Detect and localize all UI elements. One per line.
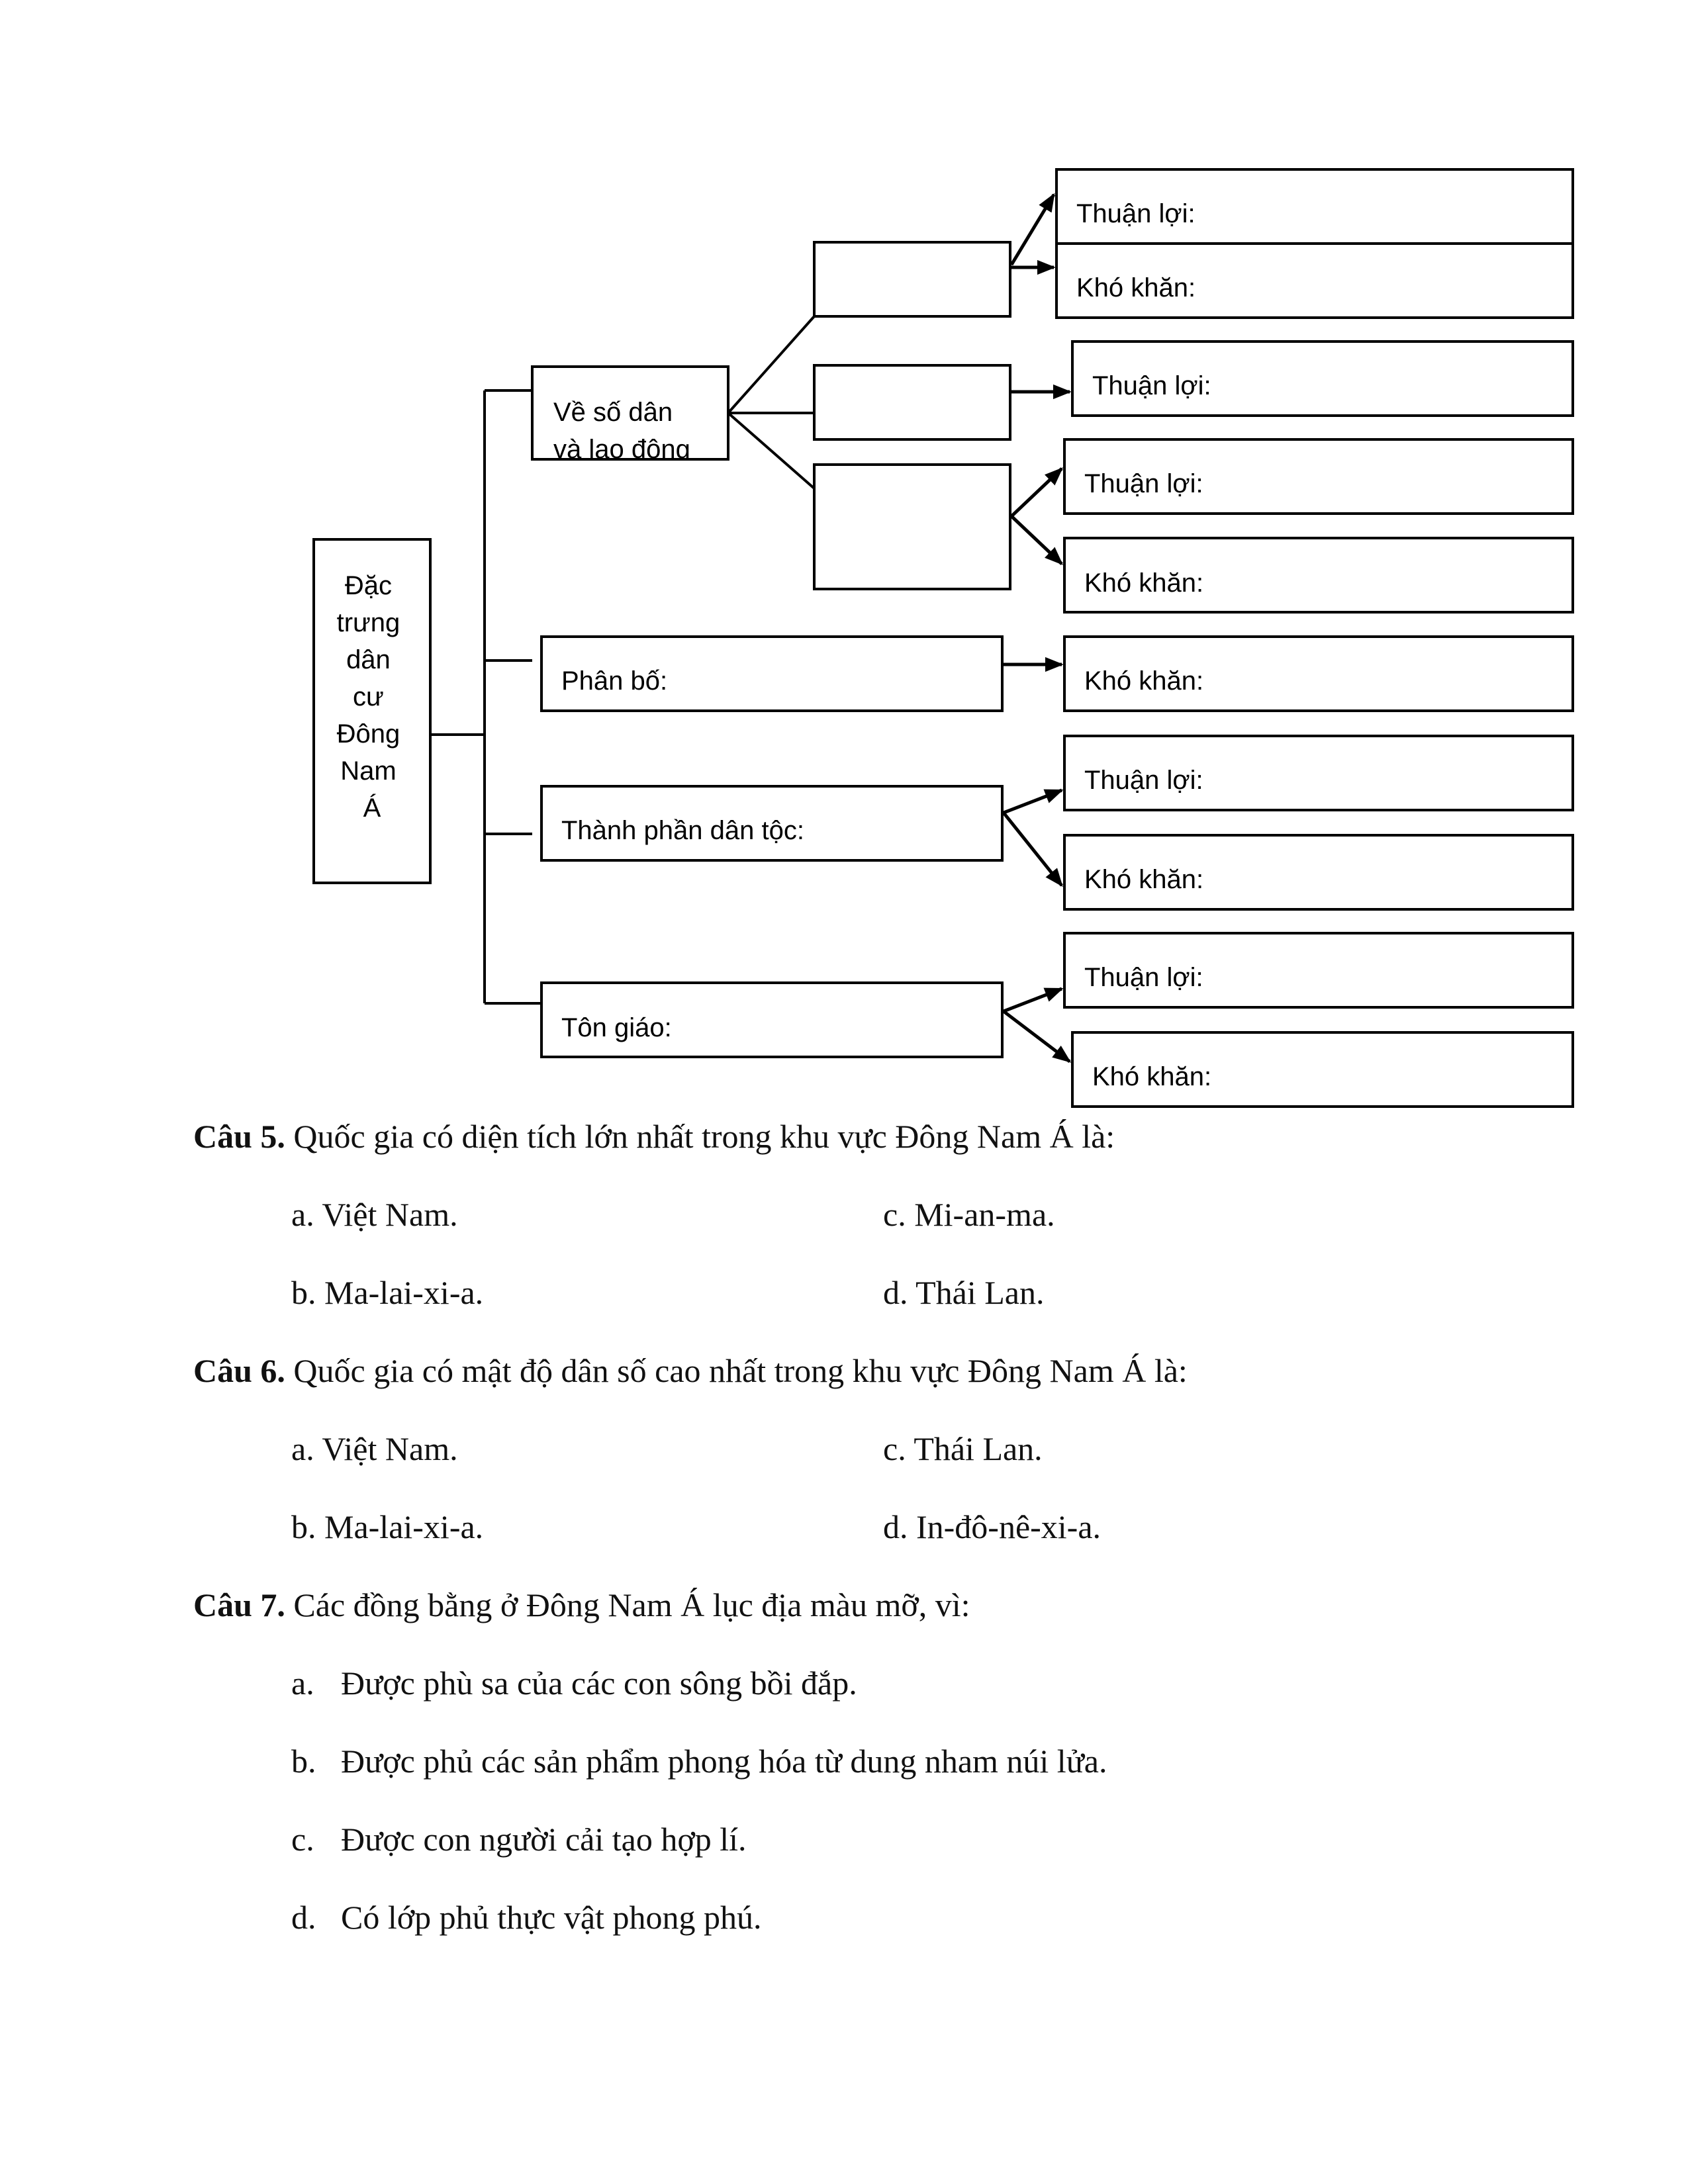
q7-option-a: a.Được phù sa của các con sông bồi đắp. xyxy=(291,1664,857,1702)
distribution-label: Phân bố: xyxy=(561,666,667,696)
q6-option-b: b. Ma-lai-xi-a. xyxy=(291,1508,484,1545)
arrow-8 xyxy=(1002,811,1063,887)
arrow-1 xyxy=(1009,193,1056,266)
result-label-3: Thuận lợi: xyxy=(1092,371,1211,400)
result-box-3 xyxy=(1071,340,1574,417)
arrow-10 xyxy=(1002,1010,1072,1063)
question-5-text: Quốc gia có diện tích lớn nhất trong khu… xyxy=(293,1118,1115,1155)
religion-label: Tôn giáo: xyxy=(561,1013,672,1042)
pop-sub-box-2 xyxy=(813,364,1011,441)
pop-sub-box-3 xyxy=(813,463,1011,590)
ethnic-box xyxy=(540,785,1004,862)
arrow-7 xyxy=(1003,788,1064,815)
arrow-4 xyxy=(1010,467,1064,518)
q5-option-c: c. Mi-an-ma. xyxy=(883,1196,1055,1233)
q7-option-b: b.Được phủ các sản phẩm phong hóa từ dun… xyxy=(291,1743,1107,1780)
result-box-2 xyxy=(1055,242,1574,319)
religion-box xyxy=(540,981,1004,1058)
question-7-text: Các đồng bằng ở Đông Nam Á lục địa màu m… xyxy=(293,1586,970,1623)
q5-option-b: b. Ma-lai-xi-a. xyxy=(291,1274,484,1311)
arrow-5 xyxy=(1010,515,1064,565)
q7-option-c: c.Được con người cải tạo hợp lí. xyxy=(291,1821,747,1858)
result-label-10: Khó khăn: xyxy=(1092,1062,1211,1091)
question-7: Câu 7. Các đồng bằng ở Đông Nam Á lục đị… xyxy=(193,1586,970,1624)
question-6-number: Câu 6. xyxy=(193,1352,285,1389)
result-box-5 xyxy=(1063,537,1574,614)
result-label-9: Thuận lợi: xyxy=(1084,963,1203,992)
result-box-7 xyxy=(1063,735,1574,811)
q6-option-a: a. Việt Nam. xyxy=(291,1430,458,1467)
question-6-text: Quốc gia có mật độ dân số cao nhất trong… xyxy=(293,1352,1188,1389)
result-label-1: Thuận lợi: xyxy=(1076,199,1196,228)
result-box-4 xyxy=(1063,438,1574,515)
root-box xyxy=(312,538,432,884)
q7-option-d: d.Có lớp phủ thực vật phong phú. xyxy=(291,1899,762,1936)
result-label-7: Thuận lợi: xyxy=(1084,766,1203,795)
question-6: Câu 6. Quốc gia có mật độ dân số cao nhấ… xyxy=(193,1351,1188,1390)
result-box-9 xyxy=(1063,932,1574,1009)
pop-sub-line-1 xyxy=(727,315,816,414)
result-label-6: Khó khăn: xyxy=(1084,666,1203,696)
population-characteristics-diagram: Đặc trưng dân cư Đông Nam Á Về số dân và… xyxy=(312,168,1574,1108)
question-5: Câu 5. Quốc gia có diện tích lớn nhất tr… xyxy=(193,1117,1115,1156)
result-label-5: Khó khăn: xyxy=(1084,569,1203,598)
population-label: Về số dân và lao động xyxy=(553,398,690,464)
result-box-6 xyxy=(1063,635,1574,712)
arrow-9 xyxy=(1003,987,1064,1013)
distribution-box xyxy=(540,635,1004,712)
result-label-2: Khó khăn: xyxy=(1076,273,1196,302)
ethnic-label: Thành phần dân tộc: xyxy=(561,816,804,845)
q6-option-d: d. In-đô-nê-xi-a. xyxy=(883,1508,1102,1545)
result-label-8: Khó khăn: xyxy=(1084,865,1203,894)
question-5-number: Câu 5. xyxy=(193,1118,285,1155)
q5-option-d: d. Thái Lan. xyxy=(883,1274,1045,1311)
root-label: Đặc trưng dân cư Đông Nam Á xyxy=(337,571,408,823)
pop-sub-line-3 xyxy=(727,412,816,490)
q6-option-c: c. Thái Lan. xyxy=(883,1430,1043,1467)
pop-sub-box-1 xyxy=(813,241,1011,318)
result-box-10 xyxy=(1071,1031,1574,1108)
q5-option-a: a. Việt Nam. xyxy=(291,1196,458,1233)
question-7-number: Câu 7. xyxy=(193,1586,285,1623)
result-box-8 xyxy=(1063,834,1574,911)
result-label-4: Thuận lợi: xyxy=(1084,469,1203,498)
